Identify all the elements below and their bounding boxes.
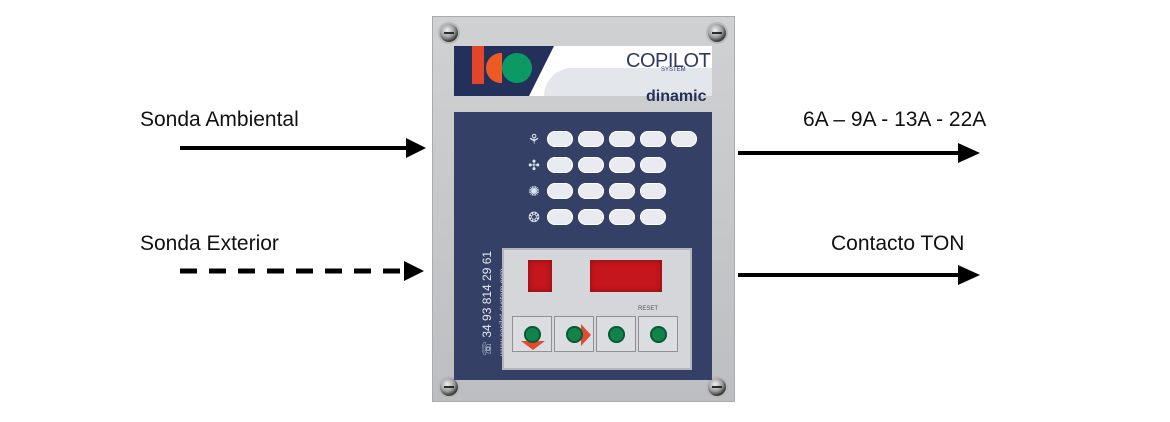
right-button[interactable]: [554, 316, 594, 352]
sonda-ambiental-label: Sonda Ambiental: [140, 108, 299, 131]
control-panel: ☏ 34 93 814 29 61 www.copilot-system.com…: [454, 112, 712, 380]
mode-lead-icon: ⚘: [527, 131, 541, 147]
logo-orange-shape: [486, 53, 502, 83]
display-unit: RESET: [502, 248, 692, 370]
mode-icon-row: ✺: [526, 178, 697, 204]
mode-indicator-icon: [547, 157, 573, 173]
mode-indicator-icon: [578, 183, 604, 199]
mode-indicator-icon: [609, 157, 635, 173]
reset-button[interactable]: [638, 316, 678, 352]
mode-indicator-icon: [578, 157, 604, 173]
button-dot: [608, 326, 625, 343]
model-name: dinamic: [646, 88, 707, 105]
mode-indicator-icon: [640, 131, 666, 147]
mode-indicator-icon: [547, 183, 573, 199]
mode-indicator-icon: [578, 209, 604, 225]
button-dot: [524, 326, 541, 343]
screw-icon: [440, 378, 458, 396]
mode-indicator-icon: [671, 131, 697, 147]
mode-lead-icon: ✺: [528, 183, 540, 199]
down-button[interactable]: [512, 316, 552, 352]
button-dot: [650, 326, 667, 343]
current-ratings-label: 6A – 9A - 13A - 22A: [803, 108, 987, 131]
arrow-current-output: [738, 143, 980, 163]
reset-label: RESET: [638, 306, 659, 312]
mode-icon-row: ⚘: [526, 126, 697, 152]
mode-indicator-icon: [640, 157, 666, 173]
screw-icon: [708, 24, 726, 42]
logo-curve: [544, 68, 712, 96]
arrow-sonda-ambiental: [180, 138, 426, 158]
screw-icon: [440, 24, 458, 42]
mode-indicator-icon: [547, 209, 573, 225]
chevron-right-icon: [581, 324, 591, 346]
brand-name: COPILOT: [626, 50, 711, 72]
mode-indicator-icon: [609, 209, 635, 225]
mode-digit-display: [528, 260, 552, 292]
brand-sub: SYSTEM: [661, 67, 686, 73]
mode-indicator-icon: [609, 183, 635, 199]
mode-icon-grid: ⚘ ✣ ✺ ❂: [526, 126, 697, 230]
mode-indicator-icon: [547, 131, 573, 147]
minus-button[interactable]: [596, 316, 636, 352]
mode-indicator-icon: [640, 209, 666, 225]
chevron-down-icon: [521, 341, 545, 350]
mode-indicator-icon: [578, 131, 604, 147]
value-display: [590, 260, 662, 292]
phone-number: ☏ 34 93 814 29 61: [480, 250, 494, 356]
arrow-sonda-exterior: [180, 261, 424, 281]
arrow-contacto-ton: [738, 265, 980, 285]
contacto-ton-label: Contacto TON: [831, 232, 965, 255]
key-row: [512, 316, 678, 352]
mode-lead-icon: ❂: [528, 209, 540, 225]
brand-header: COPILOT SYSTEM dinamic: [454, 46, 712, 105]
controller-device: COPILOT SYSTEM dinamic ☏ 34 93 814 29 61…: [432, 16, 735, 402]
logo-green-circle: [502, 53, 532, 83]
mode-icon-row: ✣: [526, 152, 697, 178]
mode-icon-row: ❂: [526, 204, 697, 230]
button-dot: [566, 326, 583, 343]
mode-indicator-icon: [640, 183, 666, 199]
mode-lead-icon: ✣: [528, 157, 540, 173]
logo-stripe: [472, 46, 484, 84]
sonda-exterior-label: Sonda Exterior: [140, 232, 279, 255]
mode-indicator-icon: [609, 131, 635, 147]
screw-icon: [708, 378, 726, 396]
